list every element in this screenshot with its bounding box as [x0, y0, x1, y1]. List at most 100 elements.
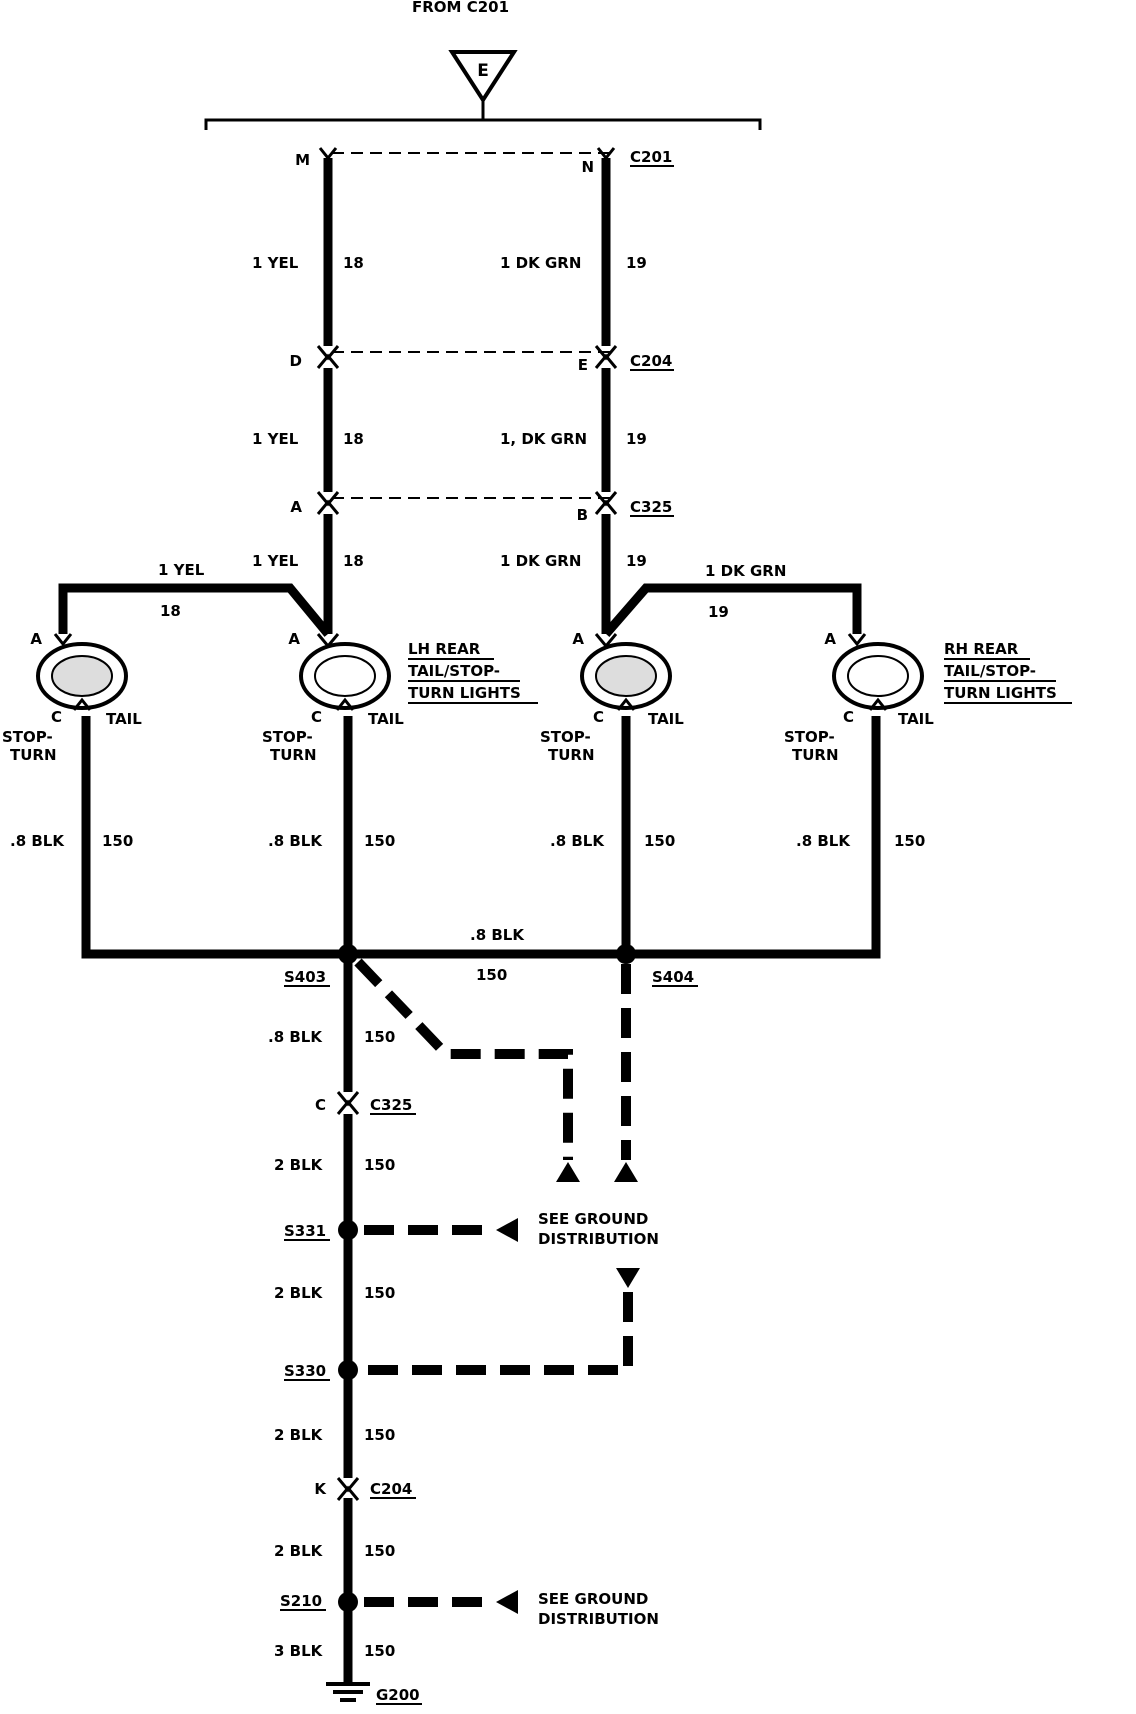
lamp-1-turn-label: TURN: [10, 746, 57, 764]
wire-blk-bus-circuit: 150: [476, 966, 507, 984]
source-symbol: E: [477, 61, 489, 81]
wire-yel-3-circuit: 18: [343, 552, 364, 570]
ground-dist-2-line2: DISTRIBUTION: [538, 1610, 659, 1628]
wire-grn-2-circuit: 19: [626, 430, 647, 448]
c204-label: C204: [630, 352, 672, 370]
wire-blk-s331-circuit: 150: [364, 1284, 395, 1302]
wire-blk-lamp4-label: .8 BLK: [796, 832, 851, 850]
splice-s404: [616, 944, 636, 964]
lamp-3-tail-label: TAIL: [648, 710, 684, 728]
lamp-1-tail-label: TAIL: [106, 710, 142, 728]
wire-blk-s403-label: .8 BLK: [268, 1028, 323, 1046]
lamp-2-pin-a: A: [288, 630, 300, 648]
wire-blk-bus: [81, 716, 881, 959]
c325-ground-pin: C: [315, 1096, 326, 1114]
lamp-4-turn-label: TURN: [792, 746, 839, 764]
ground-label: G200: [376, 1686, 420, 1704]
c204-pin-d: D: [290, 352, 302, 370]
splice-s331-label: S331: [284, 1222, 326, 1240]
dashed-path-s403: [354, 958, 573, 1160]
wire-blk-s330-circuit: 150: [364, 1426, 395, 1444]
wire-blk-lamp3-label: .8 BLK: [550, 832, 605, 850]
wire-grn-3-label: 1 DK GRN: [500, 552, 581, 570]
arrow-up-icon-2: [614, 1162, 638, 1182]
ground-icon: [326, 1682, 370, 1702]
splice-s330-label: S330: [284, 1362, 326, 1380]
lamp-1-stop-label: STOP-: [2, 728, 53, 746]
c201-pin-m: M: [295, 151, 310, 169]
wire-grn-branch: [602, 583, 862, 637]
wire-blk-s403-circuit: 150: [364, 1028, 395, 1046]
wire-blk-c204-label: 2 BLK: [274, 1542, 324, 1560]
wire-yel-2-circuit: 18: [343, 430, 364, 448]
svg-text:TAIL/STOP-: TAIL/STOP-: [944, 662, 1036, 680]
wire-blk-lamp4-circuit: 150: [894, 832, 925, 850]
svg-text:RH REAR: RH REAR: [944, 640, 1019, 658]
wire-grn-1-circuit: 19: [626, 254, 647, 272]
lh-lamp-group-label: LH REAR TAIL/STOP- TURN LIGHTS: [408, 640, 538, 704]
svg-text:TURN LIGHTS: TURN LIGHTS: [944, 684, 1057, 702]
wire-grn-2-label: 1, DK GRN: [500, 430, 587, 448]
c325-pin-a: A: [290, 498, 302, 516]
wire-yel-2-label: 1 YEL: [252, 430, 299, 448]
wire-blk-c325-circuit: 150: [364, 1156, 395, 1174]
lamp-4-tail-label: TAIL: [898, 710, 934, 728]
lamp-3-pin-c: C: [593, 708, 604, 726]
wire-blk-c204-circuit: 150: [364, 1542, 395, 1560]
svg-text:TURN LIGHTS: TURN LIGHTS: [408, 684, 521, 702]
c204-pin-e: E: [578, 356, 588, 374]
lamp-1-pin-c: C: [51, 708, 62, 726]
wire-blk-s331-label: 2 BLK: [274, 1284, 324, 1302]
lamp-4-stop-label: STOP-: [784, 728, 835, 746]
wire-blk-lamp3-circuit: 150: [644, 832, 675, 850]
wire-blk-lamp1-label: .8 BLK: [10, 832, 65, 850]
lamp-2-tail-label: TAIL: [368, 710, 404, 728]
svg-text:LH REAR: LH REAR: [408, 640, 481, 658]
lamp-2-turn-label: TURN: [270, 746, 317, 764]
lamp-1: A C TAIL STOP- TURN: [2, 630, 142, 764]
lamp-4-pin-c: C: [843, 708, 854, 726]
wire-blk-c325-label: 2 BLK: [274, 1156, 324, 1174]
wire-grn-1-label: 1 DK GRN: [500, 254, 581, 272]
c201-label: C201: [630, 148, 672, 166]
c201-pin-n: N: [581, 158, 594, 176]
lamp-3-turn-label: TURN: [548, 746, 595, 764]
source-bracket: [204, 118, 762, 130]
arrow-up-icon: [556, 1162, 580, 1182]
c325-pin-b: B: [577, 506, 588, 524]
splice-s331: [338, 1220, 358, 1240]
wire-yel-branch: [58, 583, 332, 637]
wire-blk-lamp1-circuit: 150: [102, 832, 133, 850]
c325-label: C325: [630, 498, 672, 516]
lamp-4-terminal-icon: [847, 633, 867, 647]
c204-ground-label: C204: [370, 1480, 412, 1498]
lamp-2-stop-label: STOP-: [262, 728, 313, 746]
wire-yel-1-circuit: 18: [343, 254, 364, 272]
c201-left-terminal-icon: [318, 147, 338, 161]
wire-blk-s210-circuit: 150: [364, 1642, 395, 1660]
wire-yel-branch-label: 1 YEL: [158, 561, 205, 579]
splice-s330: [338, 1360, 358, 1380]
ground-dist-2-line1: SEE GROUND: [538, 1590, 648, 1608]
lamp-1-pin-a: A: [30, 630, 42, 648]
splice-s403-label: S403: [284, 968, 326, 986]
source-triangle-icon: E: [448, 50, 518, 104]
lamp-3: A C TAIL STOP- TURN: [540, 630, 684, 764]
lamp-3-pin-a: A: [572, 630, 584, 648]
arrow-left-icon: [496, 1218, 518, 1242]
wire-grn-branch-label: 1 DK GRN: [705, 562, 786, 580]
arrow-down-icon: [616, 1268, 640, 1288]
wire-blk-lamp2-label: .8 BLK: [268, 832, 323, 850]
c325-ground-label: C325: [370, 1096, 412, 1114]
source-header: FROM C201: [412, 0, 509, 16]
splice-s210-label: S210: [280, 1592, 322, 1610]
arrow-left-icon-2: [496, 1590, 518, 1614]
c204-ground-pin: K: [314, 1480, 327, 1498]
wire-yel-1-label: 1 YEL: [252, 254, 299, 272]
rh-lamp-group-label: RH REAR TAIL/STOP- TURN LIGHTS: [944, 640, 1072, 704]
lamp-2: A C TAIL STOP- TURN: [262, 630, 404, 764]
wire-grn-branch-circuit: 19: [708, 603, 729, 621]
splice-s404-label: S404: [652, 968, 694, 986]
svg-text:TAIL/STOP-: TAIL/STOP-: [408, 662, 500, 680]
